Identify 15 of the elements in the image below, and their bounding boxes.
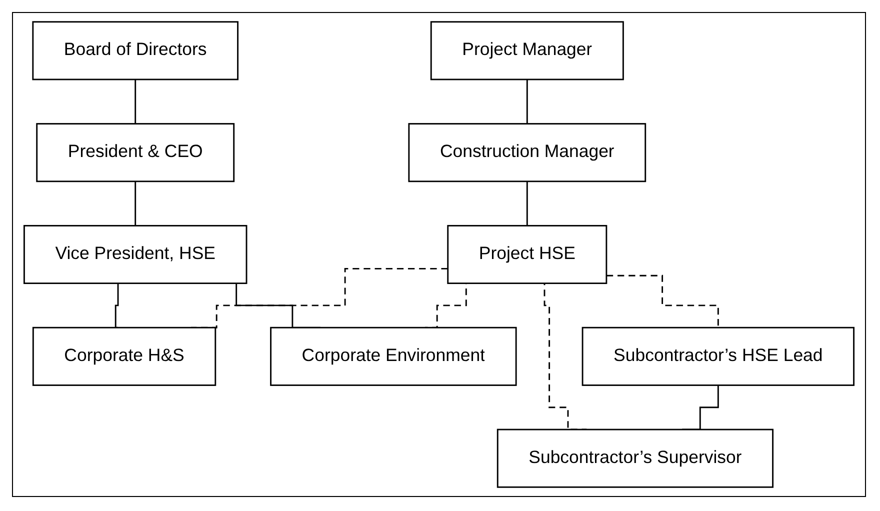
node-box: Corporate Environment bbox=[270, 326, 517, 386]
connector bbox=[606, 274, 719, 328]
node-box: Vice President, HSE bbox=[23, 224, 248, 284]
node-box: President & CEO bbox=[36, 123, 235, 182]
node-box: Project Manager bbox=[430, 21, 624, 80]
node-box: Construction Manager bbox=[408, 123, 646, 182]
node-box: Subcontractor’s Supervisor bbox=[496, 428, 774, 488]
node-box: Project HSE bbox=[447, 224, 608, 284]
connector bbox=[526, 180, 528, 226]
connector bbox=[526, 78, 528, 124]
node-box: Board of Directors bbox=[32, 21, 238, 80]
connector bbox=[134, 180, 136, 226]
node-box: Corporate H&S bbox=[32, 326, 216, 386]
node-box: Subcontractor’s HSE Lead bbox=[582, 326, 855, 386]
connector bbox=[134, 78, 136, 124]
